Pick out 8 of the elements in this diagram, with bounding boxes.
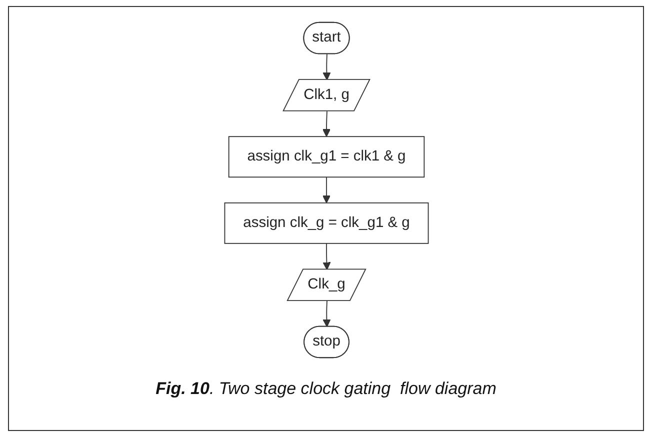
arrow	[322, 54, 330, 80]
arrow	[322, 110, 330, 137]
node-box: assign clk_g1 = clk1 & g	[228, 136, 424, 178]
arrow	[322, 300, 330, 328]
figure-caption: Fig. 10. Two stage clock gating flow diagram	[156, 379, 496, 399]
arrow	[322, 242, 330, 270]
arrow	[322, 176, 330, 204]
node-box: assign clk_g = clk_g1 & g	[224, 202, 428, 244]
